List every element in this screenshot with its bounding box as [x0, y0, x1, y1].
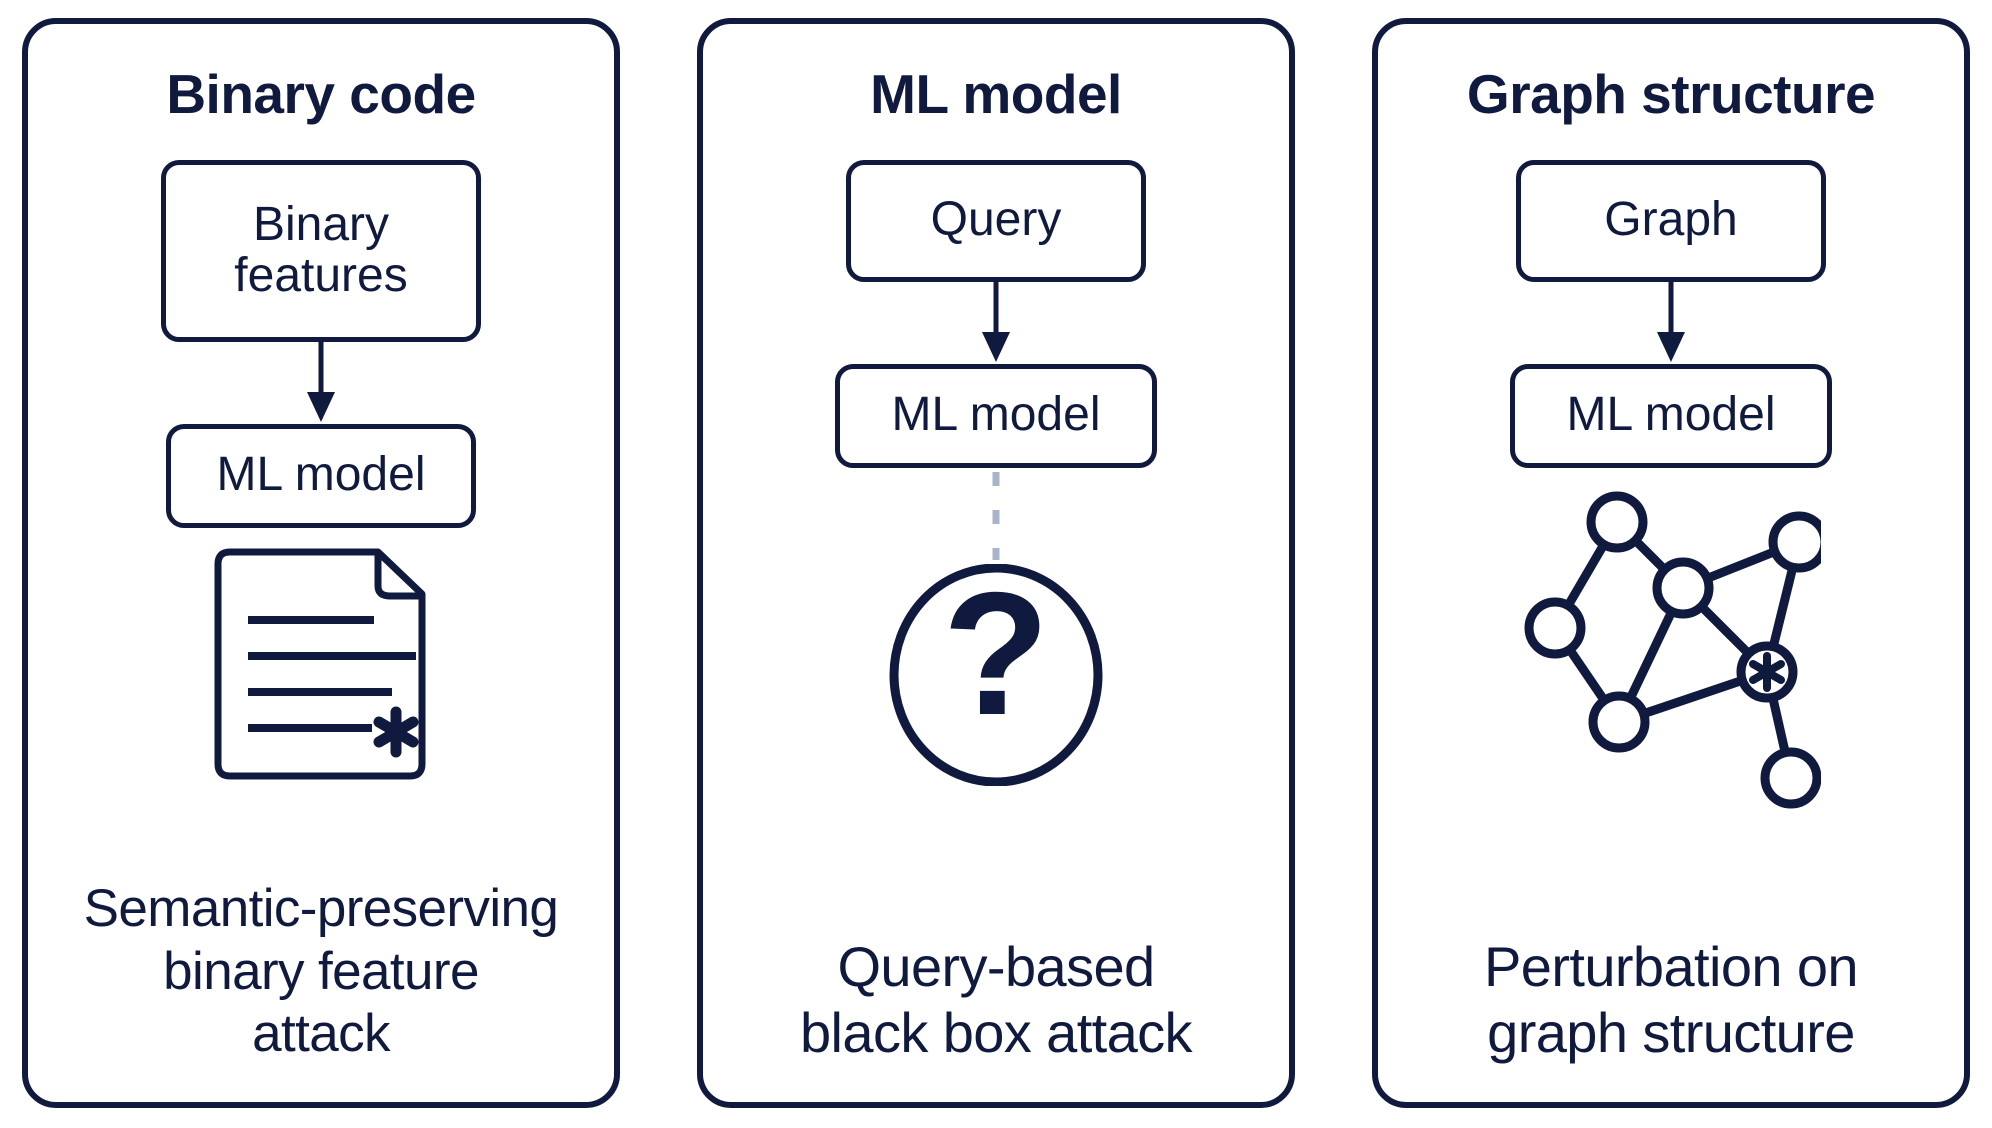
panel-graph-structure: Graph structure Graph ML model — [1372, 18, 1970, 1108]
node-graph-label: Graph — [1604, 193, 1738, 247]
arrow-down-icon-binary — [307, 341, 335, 422]
node-binary-features-line1: Binary — [252, 198, 390, 252]
panel-title-graph-structure: Graph structure — [1466, 63, 1876, 125]
dashed-connector-icon — [992, 471, 1000, 560]
node-query: Query — [846, 159, 1146, 282]
panel-title-ml-model: ML model — [870, 63, 1122, 125]
graph-node-asterisk-icon — [1749, 651, 1785, 692]
asterisk-mark-icon — [373, 706, 419, 758]
node-ml-model-graph-label: ML model — [1566, 388, 1776, 442]
node-ml-model-query-label: ML model — [891, 388, 1101, 442]
graph-node — [1586, 491, 1648, 553]
flow-graph-structure: Graph ML model — [1392, 126, 1950, 826]
panel-title-binary-code: Binary code — [166, 63, 476, 125]
caption-binary-line-3: attack — [252, 1004, 390, 1064]
graph-node — [1524, 597, 1586, 659]
node-graph: Graph — [1516, 159, 1826, 282]
question-mark-circle-icon: ? — [889, 563, 1103, 786]
caption-ml-line-2: black box attack — [800, 1000, 1193, 1064]
graph-node — [1768, 511, 1821, 573]
graph-network-icon — [1524, 491, 1821, 809]
caption-binary-line-2: binary feature — [163, 941, 479, 1001]
graph-node — [1652, 557, 1714, 619]
caption-graph-line-2: graph structure — [1487, 1000, 1855, 1064]
flow-ml-model: Query ML model ? — [717, 126, 1275, 786]
caption-graph-structure: Perturbation on graph structure — [1392, 934, 1950, 1066]
flow-binary-code: Binary features ML model — [42, 126, 600, 782]
node-ml-model-binary: ML model — [166, 423, 476, 528]
node-ml-model-graph: ML model — [1510, 363, 1832, 468]
arrow-down-icon-graph — [1657, 281, 1685, 362]
caption-binary-code: Semantic-preserving binary feature attac… — [42, 878, 600, 1066]
question-mark-glyph: ? — [943, 564, 1050, 752]
caption-binary-line-1: Semantic-preserving — [83, 879, 559, 939]
arrow-down-icon-query — [982, 281, 1010, 362]
caption-graph-line-1: Perturbation on — [1484, 934, 1859, 998]
graph-node — [1588, 691, 1650, 753]
caption-ml-model: Query-based black box attack — [717, 934, 1275, 1066]
node-ml-model-query: ML model — [835, 363, 1157, 468]
panel-binary-code: Binary code Binary features ML model — [22, 18, 620, 1108]
graph-nodes — [1524, 491, 1821, 809]
node-binary-features: Binary features — [161, 159, 481, 342]
node-ml-model-binary-label: ML model — [216, 448, 426, 502]
node-binary-features-line2: features — [234, 248, 408, 302]
caption-ml-line-1: Query-based — [837, 934, 1155, 998]
node-query-label: Query — [930, 193, 1062, 247]
graph-node — [1760, 747, 1821, 809]
panel-ml-model: ML model Query ML model ? Query-base — [697, 18, 1295, 1108]
document-with-asterisk-icon — [214, 548, 426, 780]
